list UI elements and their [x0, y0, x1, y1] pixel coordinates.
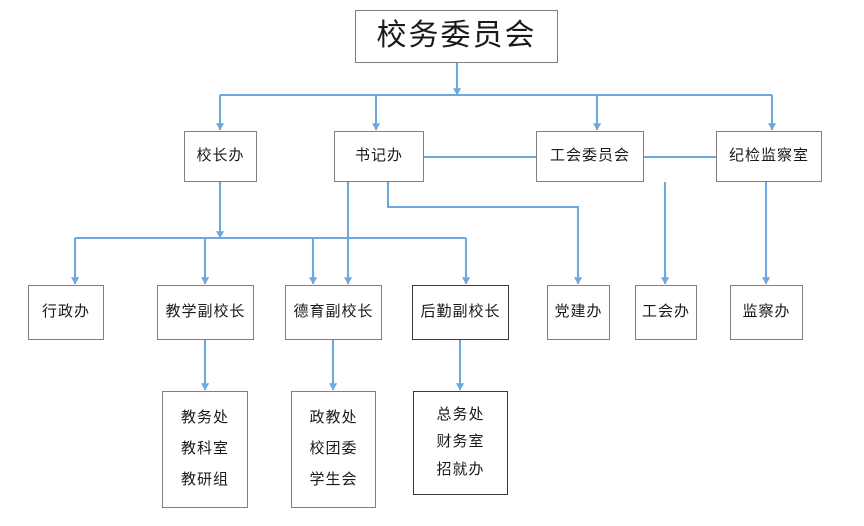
node-label-line-1: 政教处 — [309, 409, 358, 426]
node-label-line-1: 教务处 — [180, 409, 229, 426]
node-label-line-2: 财务室 — [436, 434, 485, 451]
node-admin-office[interactable]: 行政办 — [28, 285, 104, 340]
node-label: 监察办 — [742, 303, 791, 320]
node-label: 校务委员会 — [376, 19, 537, 53]
node-supervision-office[interactable]: 监察办 — [730, 285, 803, 340]
node-label-line-3: 学生会 — [309, 471, 358, 488]
node-label: 工会委员会 — [549, 147, 630, 164]
node-school-affairs-committee[interactable]: 校务委员会 — [355, 10, 558, 63]
node-discipline-inspection-room[interactable]: 纪检监察室 — [716, 131, 822, 182]
node-vp-logistics[interactable]: 后勤副校长 — [412, 285, 509, 340]
node-label-line-3: 教研组 — [180, 471, 229, 488]
node-label: 后勤副校长 — [420, 303, 501, 320]
node-label: 党建办 — [554, 303, 603, 320]
node-label-line-2: 校团委 — [309, 440, 358, 457]
node-label-line-2: 教科室 — [180, 440, 229, 457]
node-secretary-office[interactable]: 书记办 — [334, 131, 424, 182]
node-label: 工会办 — [641, 303, 690, 320]
node-vp-moral-education[interactable]: 德育副校长 — [285, 285, 382, 340]
node-moral-education-departments[interactable]: 政教处 校团委 学生会 — [291, 391, 376, 508]
node-label-line-1: 总务处 — [436, 406, 485, 423]
node-label: 校长办 — [196, 147, 245, 164]
node-vp-teaching[interactable]: 教学副校长 — [157, 285, 254, 340]
node-label: 纪检监察室 — [728, 147, 809, 164]
node-label: 教学副校长 — [165, 303, 246, 320]
node-union-committee[interactable]: 工会委员会 — [536, 131, 644, 182]
node-label-line-3: 招就办 — [436, 462, 485, 479]
node-teaching-departments[interactable]: 教务处 教科室 教研组 — [162, 391, 248, 508]
node-label: 行政办 — [41, 303, 90, 320]
node-party-building-office[interactable]: 党建办 — [547, 285, 610, 340]
node-label: 德育副校长 — [293, 303, 374, 320]
node-union-office[interactable]: 工会办 — [635, 285, 697, 340]
node-label: 书记办 — [354, 147, 403, 164]
node-principal-office[interactable]: 校长办 — [184, 131, 257, 182]
node-logistics-departments[interactable]: 总务处 财务室 招就办 — [413, 391, 508, 495]
